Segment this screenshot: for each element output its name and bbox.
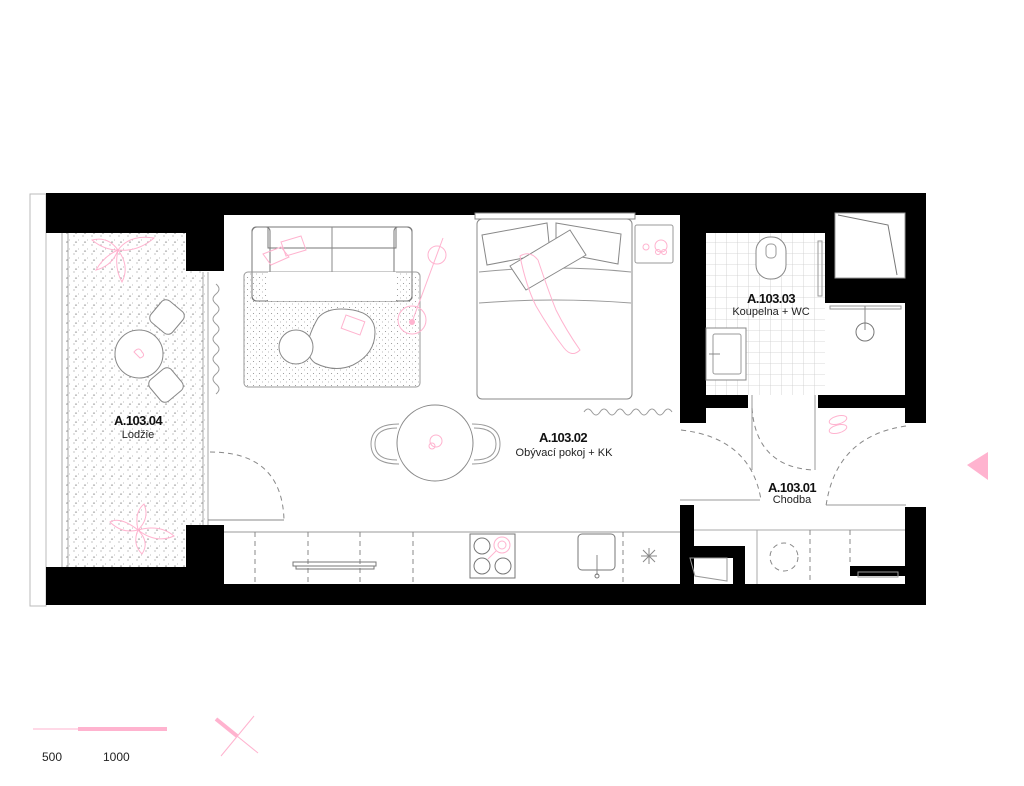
room-code-hallway: A.103.01 (768, 480, 816, 495)
sink (577, 533, 616, 579)
cushions-icon (262, 235, 307, 266)
loggia-door (208, 451, 285, 521)
hallway (680, 395, 907, 584)
bathroom (705, 233, 825, 395)
scale-label-1000: 1000 (103, 750, 130, 764)
shower (829, 303, 905, 395)
room-name-living: Obývací pokoj + KK (516, 447, 614, 459)
floor-lamp-icon (397, 237, 447, 335)
room-name-bathroom: Koupelna + WC (732, 306, 809, 318)
balcony-table (114, 299, 185, 403)
kitchen-counter (224, 531, 680, 584)
room-code-living: A.103.02 (539, 430, 587, 445)
extractor-icon (641, 548, 657, 564)
nightstand (634, 224, 674, 264)
plant-icon (109, 503, 175, 555)
scale-label-500: 500 (42, 750, 62, 764)
north-arrow-icon (214, 715, 259, 757)
room-name-hallway: Chodba (773, 494, 812, 506)
walls (46, 193, 926, 605)
cooktop (469, 533, 516, 579)
dining-table (370, 404, 501, 482)
plant-icon (90, 236, 156, 284)
entrance-arrow-icon (967, 452, 988, 480)
radiator (583, 408, 673, 416)
loggia-area (29, 193, 220, 607)
coffee-table (278, 308, 376, 369)
room-code-loggia: A.103.04 (114, 413, 163, 428)
slippers-icon (828, 414, 848, 435)
room-code-bathroom: A.103.03 (747, 291, 795, 306)
storage-niche (834, 212, 906, 279)
bed (474, 212, 636, 400)
room-name-loggia: Lodžie (122, 429, 154, 441)
scale-bar: 500 1000 (33, 727, 167, 764)
